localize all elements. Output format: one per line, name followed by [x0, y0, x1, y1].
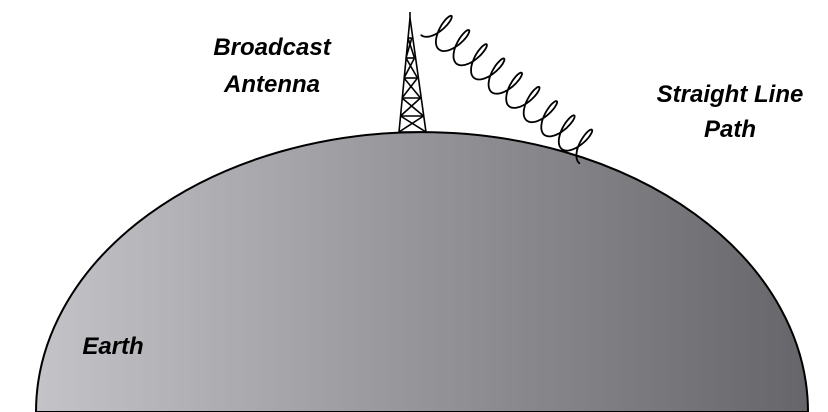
- path-label-line1: Straight Line: [657, 81, 804, 108]
- path-label-line2: Path: [704, 116, 756, 143]
- radio-wave-path: [420, 14, 594, 165]
- antenna-label-line1: Broadcast: [213, 34, 331, 61]
- antenna-label-line2: Antenna: [223, 71, 320, 98]
- earth-label: Earth: [82, 333, 143, 360]
- earth-dome: [34, 131, 810, 412]
- broadcast-antenna-icon: [398, 12, 427, 133]
